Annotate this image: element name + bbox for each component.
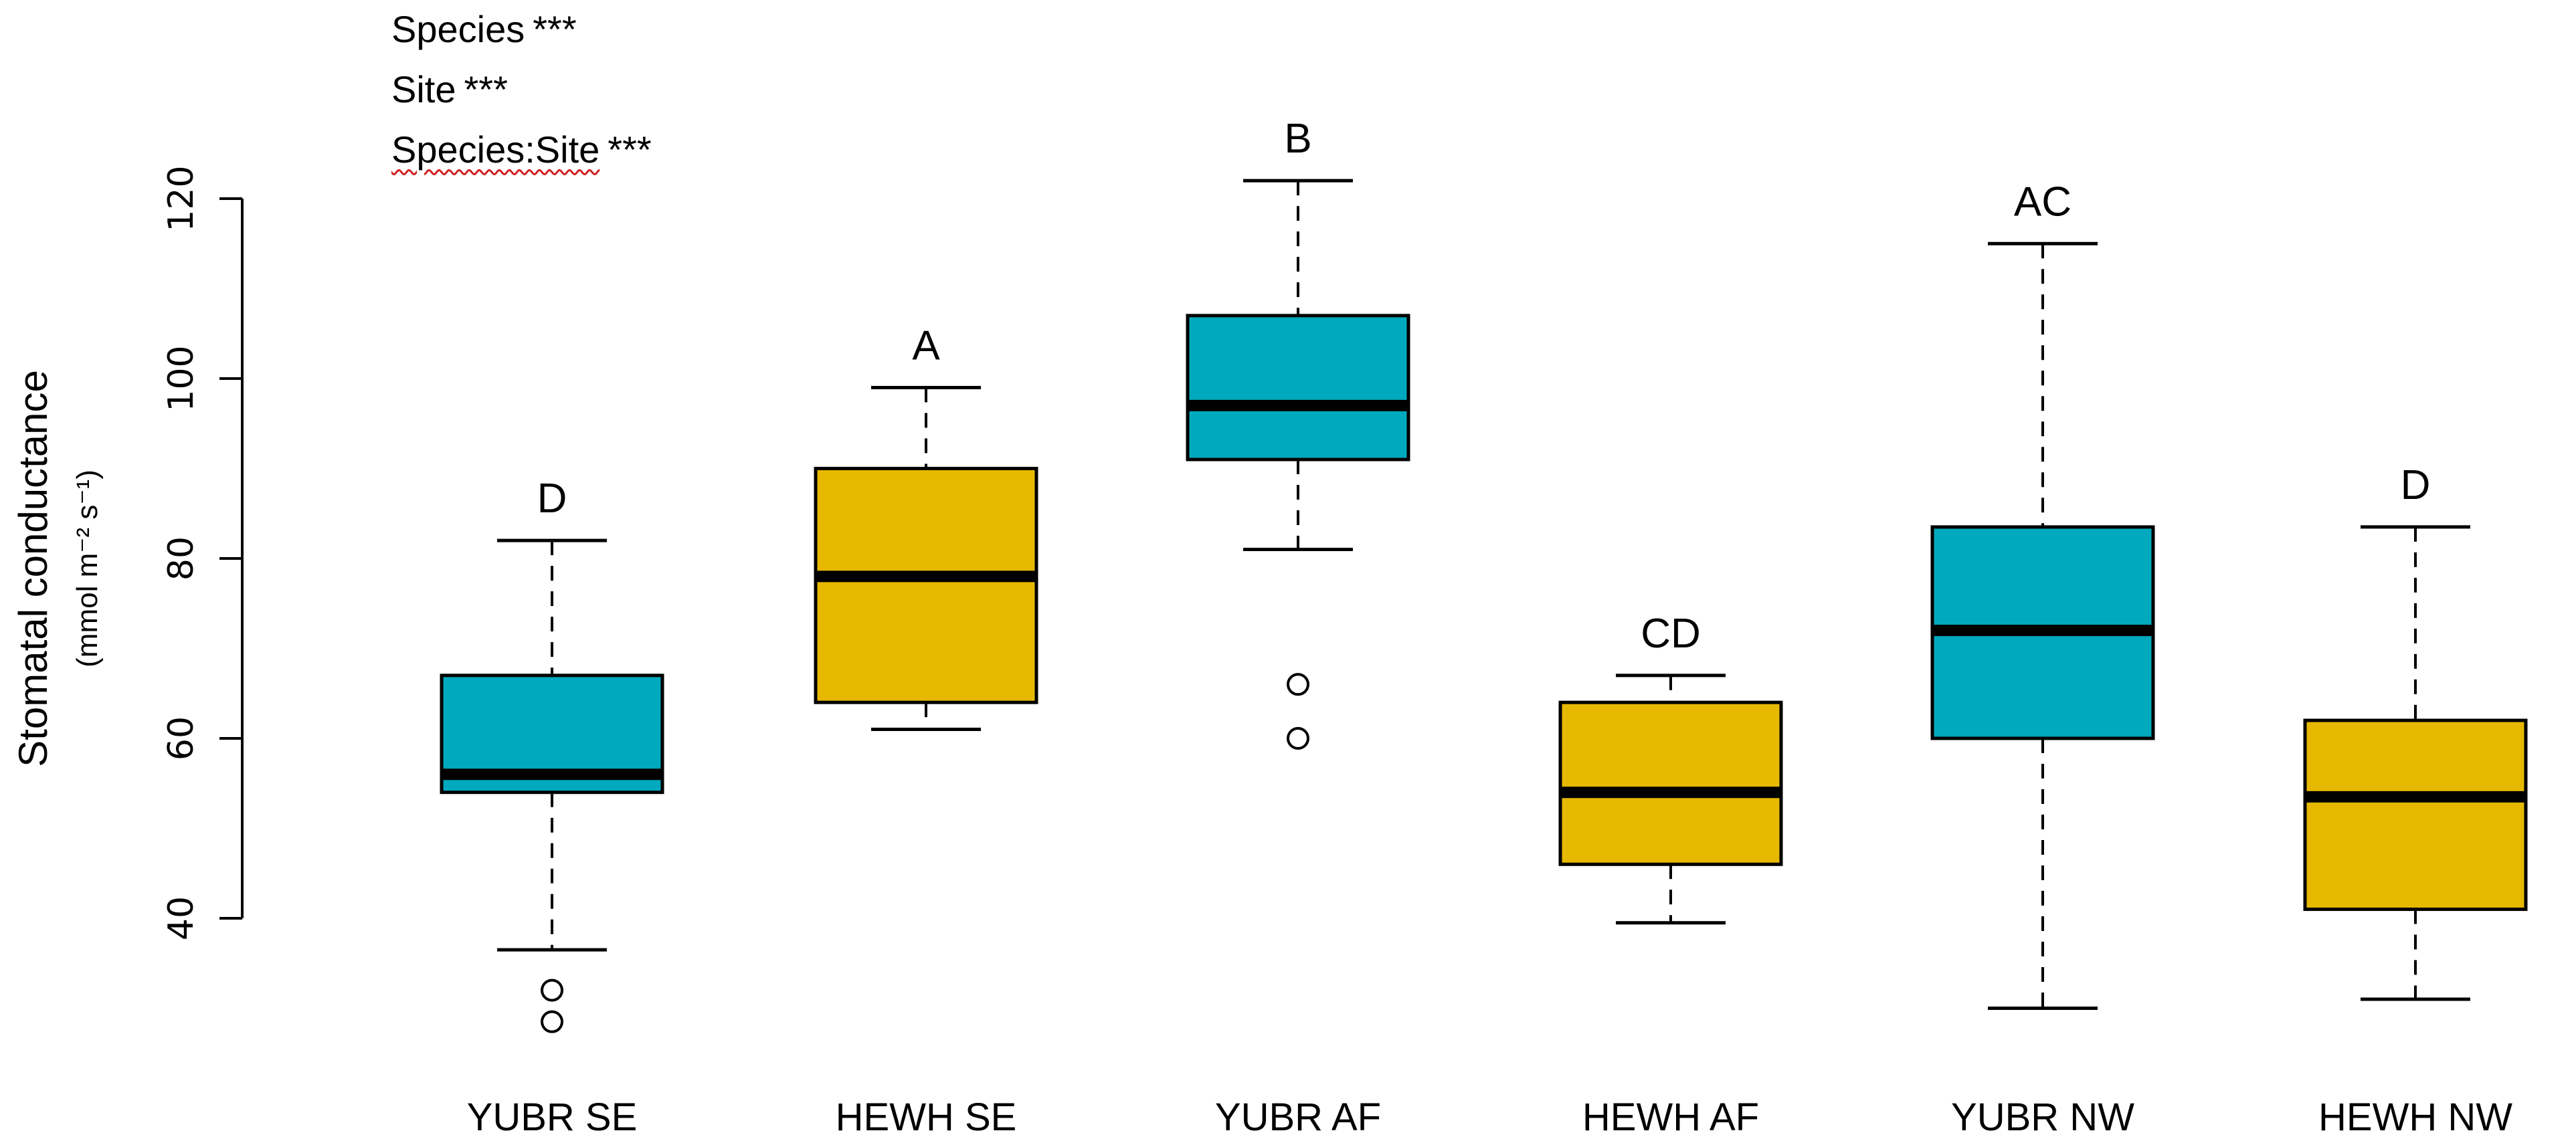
box-iqr (1186, 314, 1410, 461)
stats-term: Species (391, 8, 525, 50)
x-category-label: HEWH SE (836, 1096, 1017, 1139)
box-group (814, 385, 1038, 732)
stats-summary: Species*** Site*** Species:Site*** (391, 11, 652, 191)
x-category-label: HEWH AF (1582, 1096, 1759, 1139)
significance-letter: A (912, 322, 940, 369)
stats-significance: *** (464, 68, 508, 110)
stats-term: Species:Site (391, 128, 600, 171)
x-category-label: YUBR SE (467, 1096, 638, 1139)
y-tick-label: 80 (161, 536, 201, 581)
y-tick-label: 60 (161, 716, 201, 760)
significance-letter: B (1284, 116, 1311, 162)
stats-significance: *** (533, 8, 577, 50)
box-iqr (2303, 718, 2528, 912)
y-axis-unit: (mmol m⁻² s⁻¹) (71, 470, 104, 667)
box-group (440, 538, 664, 1033)
x-category-label: YUBR AF (1215, 1096, 1381, 1139)
significance-letter: D (537, 476, 567, 522)
y-tick-label: 40 (161, 896, 201, 940)
stats-line-site: Site*** (391, 71, 652, 131)
box-iqr (1558, 700, 1783, 866)
x-category-label: HEWH NW (2318, 1096, 2512, 1139)
significance-letter: D (2401, 462, 2431, 508)
outlier-point (1287, 673, 1309, 696)
label-layer: D YUBR SE A HEWH SE B YUBR AF CD HEWH AF AC YUBR … (467, 116, 2513, 1139)
y-tick-label: 120 (161, 165, 201, 231)
stats-term: Site (391, 68, 456, 110)
box-group (1558, 673, 1783, 925)
box-group (2303, 525, 2528, 1001)
box-group (1930, 241, 2155, 1010)
y-axis-title: Stomatal conductance (11, 370, 56, 767)
outlier-point (1287, 727, 1309, 750)
box-layer (440, 179, 2528, 1033)
x-category-label: YUBR NW (1951, 1096, 2134, 1139)
box-iqr (814, 467, 1038, 704)
significance-letter: CD (1641, 611, 1701, 657)
box-group (1186, 179, 1410, 750)
outlier-point (541, 978, 563, 1002)
stats-line-species: Species*** (391, 11, 652, 71)
y-tick-label: 100 (161, 345, 201, 411)
stats-significance: *** (608, 128, 652, 171)
significance-letter: AC (2014, 179, 2072, 225)
outlier-point (541, 1010, 563, 1033)
stats-line-interaction: Species:Site*** (391, 131, 652, 191)
